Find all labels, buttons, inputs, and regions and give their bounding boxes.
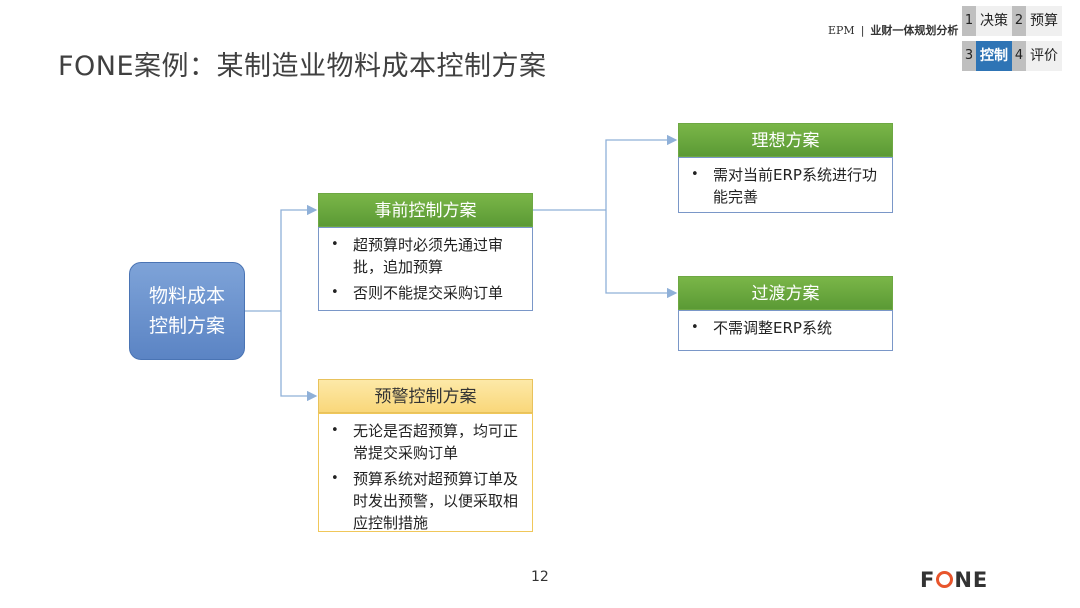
- fone-logo: F NE: [920, 568, 988, 592]
- list-item: 不需调整ERP系统: [689, 317, 882, 339]
- target-icon: [936, 571, 954, 588]
- root-label: 物料成本控制方案: [148, 285, 225, 337]
- nav-item-budget[interactable]: 预算: [1026, 6, 1062, 36]
- list-item: 否则不能提交采购订单: [329, 282, 522, 304]
- ideal-plan-title: 理想方案: [678, 123, 893, 157]
- crumb-separator: |: [860, 24, 865, 37]
- list-item: 预算系统对超预算订单及时发出预警，以便采取相应控制措施: [329, 468, 522, 534]
- pre-control-title: 事前控制方案: [318, 193, 533, 227]
- nav-num-4[interactable]: 4: [1012, 41, 1026, 71]
- list-item: 超预算时必须先通过审批，追加预算: [329, 234, 522, 278]
- list-item: 需对当前ERP系统进行功能完善: [689, 164, 882, 208]
- nav-num-2[interactable]: 2: [1012, 6, 1026, 36]
- connector-to-pre: [280, 204, 318, 311]
- nav-item-evaluation[interactable]: 评价: [1026, 41, 1062, 71]
- warning-control-title: 预警控制方案: [318, 379, 533, 413]
- nav-num-1[interactable]: 1: [962, 6, 976, 36]
- warning-control-body: 无论是否超预算，均可正常提交采购订单 预算系统对超预算订单及时发出预警，以便采取…: [318, 413, 533, 532]
- breadcrumb: EPM | 业财一体规划分析: [828, 22, 958, 38]
- nav-item-decision[interactable]: 决策: [976, 6, 1012, 36]
- nav-item-control[interactable]: 控制: [976, 41, 1012, 71]
- transition-plan-title: 过渡方案: [678, 276, 893, 310]
- crumb-epm: EPM: [828, 24, 855, 37]
- connector-to-ideal: [605, 134, 678, 210]
- transition-plan-body: 不需调整ERP系统: [678, 310, 893, 351]
- page-title: FONE案例：某制造业物料成本控制方案: [58, 51, 547, 82]
- nav-row-1: 1 决策 2 预算: [962, 6, 1062, 36]
- logo-left: F: [920, 568, 936, 592]
- root-node: 物料成本控制方案: [129, 262, 245, 360]
- page-number: 12: [531, 569, 549, 585]
- connector-to-warning: [280, 311, 318, 402]
- crumb-subtitle: 业财一体规划分析: [870, 24, 959, 37]
- ideal-plan-body: 需对当前ERP系统进行功能完善: [678, 157, 893, 213]
- nav-num-3[interactable]: 3: [962, 41, 976, 71]
- logo-right: NE: [954, 568, 989, 592]
- connector-to-transition: [605, 210, 678, 299]
- list-item: 无论是否超预算，均可正常提交采购订单: [329, 420, 522, 464]
- nav-row-2: 3 控制 4 评价: [962, 41, 1062, 71]
- pre-control-body: 超预算时必须先通过审批，追加预算 否则不能提交采购订单: [318, 227, 533, 311]
